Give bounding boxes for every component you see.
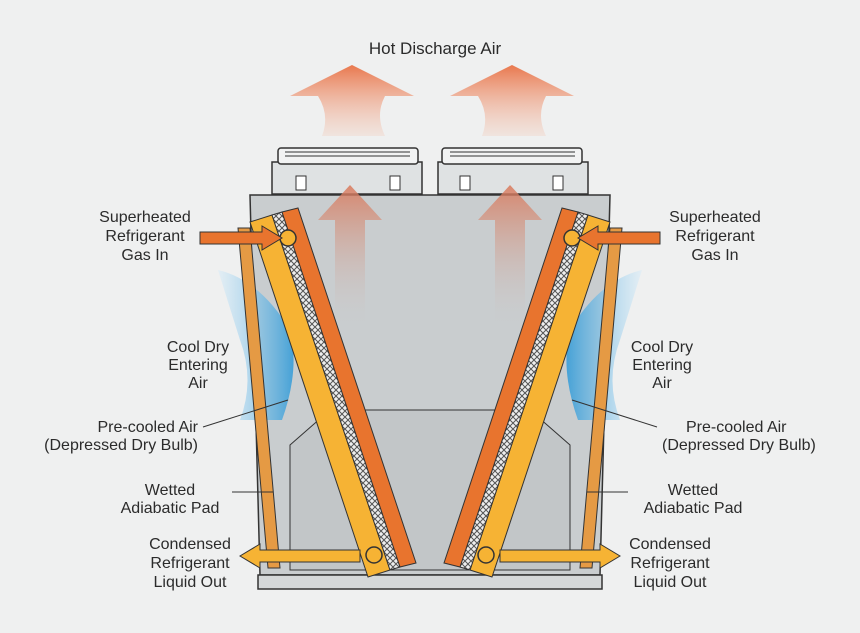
svg-text:Liquid Out: Liquid Out	[634, 574, 707, 591]
adiabatic-pad-left	[237, 227, 281, 569]
svg-text:Pre-cooled Air: Pre-cooled Air	[686, 419, 787, 436]
svg-text:Adiabatic Pad: Adiabatic Pad	[644, 500, 743, 517]
coil-left	[249, 207, 417, 578]
inner-air-arrow-left	[318, 185, 382, 330]
leader-lines	[202, 399, 658, 493]
svg-text:Refrigerant: Refrigerant	[105, 228, 185, 245]
precooled-air-label-left: Pre-cooled Air (Depressed Dry Bulb)	[44, 419, 198, 454]
liquid-out-arrow-left	[239, 543, 361, 569]
gas-in-label-left: Superheated Refrigerant Gas In	[99, 209, 191, 264]
fan-left	[271, 147, 423, 195]
hot-discharge-air-label: Hot Discharge Air	[369, 39, 502, 58]
base-plate	[257, 574, 603, 590]
svg-text:Condensed: Condensed	[149, 536, 231, 553]
hot-air-arrow-left	[290, 65, 414, 136]
entering-air-label-left: Cool Dry Entering Air	[167, 339, 229, 392]
gas-in-label-right: Superheated Refrigerant Gas In	[669, 209, 761, 264]
coil-right	[443, 207, 611, 578]
svg-text:Adiabatic Pad: Adiabatic Pad	[121, 500, 220, 517]
gas-in-arrow-right	[577, 225, 661, 251]
svg-text:Condensed: Condensed	[629, 536, 711, 553]
svg-text:Superheated: Superheated	[99, 209, 191, 226]
liquid-out-label-left: Condensed Refrigerant Liquid Out	[149, 536, 231, 591]
svg-text:(Depressed Dry Bulb): (Depressed Dry Bulb)	[44, 437, 198, 454]
precooled-air-label-right: Pre-cooled Air (Depressed Dry Bulb)	[662, 419, 816, 454]
svg-text:Cool Dry: Cool Dry	[167, 339, 229, 356]
gas-in-arrow-left	[199, 225, 283, 251]
svg-text:Gas In: Gas In	[121, 247, 168, 264]
svg-text:Pre-cooled Air: Pre-cooled Air	[98, 419, 199, 436]
svg-text:Refrigerant: Refrigerant	[150, 555, 230, 572]
svg-text:Cool Dry: Cool Dry	[631, 339, 693, 356]
svg-text:Entering: Entering	[168, 357, 228, 374]
inner-air-arrow-right	[478, 185, 542, 330]
svg-text:Air: Air	[188, 375, 208, 392]
entering-air-label-right: Cool Dry Entering Air	[631, 339, 693, 392]
svg-text:Refrigerant: Refrigerant	[630, 555, 710, 572]
wetted-pad-label-right: Wetted Adiabatic Pad	[644, 482, 743, 517]
svg-text:Wetted: Wetted	[145, 482, 195, 499]
wetted-pad-label-left: Wetted Adiabatic Pad	[121, 482, 220, 517]
svg-text:Liquid Out: Liquid Out	[154, 574, 227, 591]
svg-text:Superheated: Superheated	[669, 209, 761, 226]
svg-text:Refrigerant: Refrigerant	[675, 228, 755, 245]
svg-text:Entering: Entering	[632, 357, 692, 374]
svg-text:(Depressed Dry Bulb): (Depressed Dry Bulb)	[662, 437, 816, 454]
svg-text:Wetted: Wetted	[668, 482, 718, 499]
svg-text:Gas In: Gas In	[691, 247, 738, 264]
adiabatic-pad-right	[579, 227, 623, 569]
fan-right	[437, 147, 589, 195]
liquid-out-label-right: Condensed Refrigerant Liquid Out	[629, 536, 711, 591]
hot-air-arrow-right	[450, 65, 574, 136]
svg-text:Air: Air	[652, 375, 672, 392]
liquid-out-arrow-right	[499, 543, 621, 569]
